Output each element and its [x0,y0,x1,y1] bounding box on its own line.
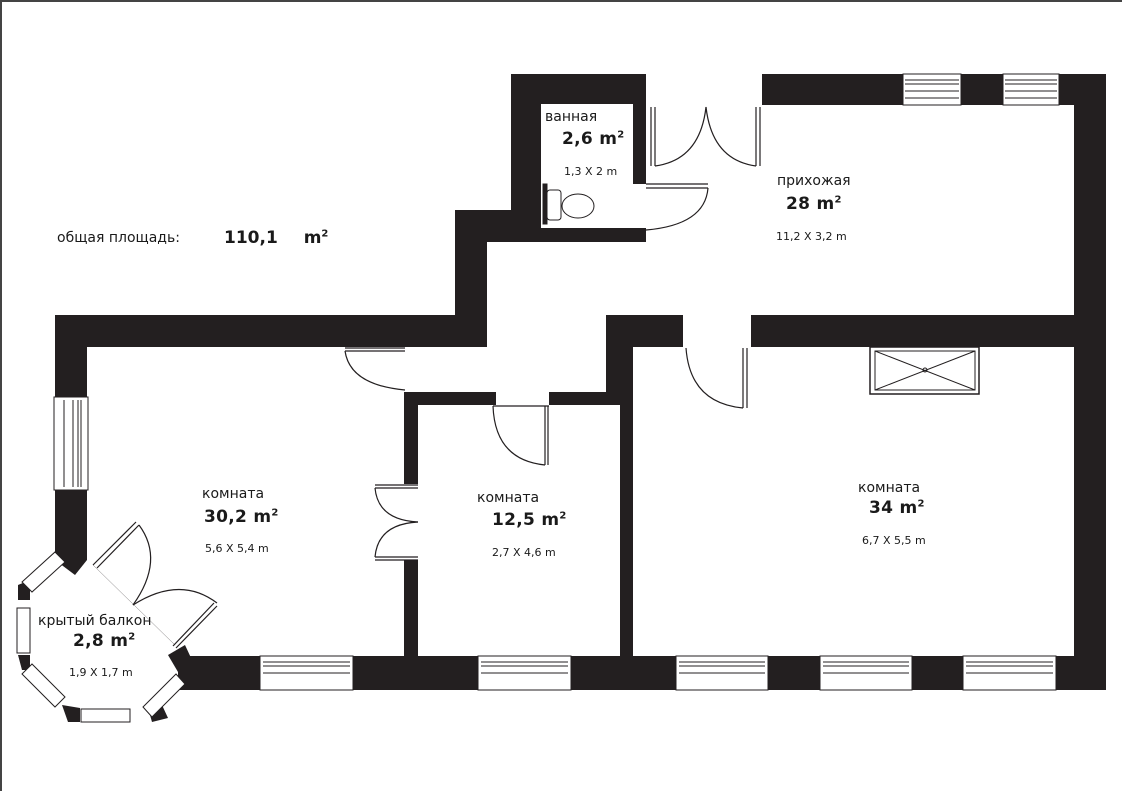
room-name-middle: комната [477,490,540,506]
room-dims-balcony: 1,9 X 1,7 m [69,666,133,679]
room-name-bathroom: ванная [545,109,598,125]
room-name-right: комната [858,480,921,496]
room-dims-hallway: 11,2 X 3,2 m [776,230,847,243]
window-bottom-4 [819,655,913,691]
area-sup: 2 [128,631,136,643]
ventilation-box-icon [869,346,980,395]
window-top-1 [902,73,962,106]
window-bottom-5 [962,655,1057,691]
total-area-unit: m [303,228,322,248]
door-left-room [344,347,406,391]
window-balcony-sw [21,663,66,708]
area-sup: 2 [834,194,842,206]
window-left [53,396,89,491]
doors [92,106,761,649]
room-area-bathroom: 2,6 m2 [562,129,625,149]
room-name-balcony: крытый балкон [38,613,152,629]
toilet-icon [542,183,595,225]
area-sup: 2 [917,498,925,510]
door-balcony-double [92,521,218,649]
door-middle-room [492,405,549,466]
room-dims-middle: 2,7 X 4,6 m [492,546,556,559]
room-dims-left: 5,6 X 5,4 m [205,542,269,555]
area-value: 2,6 m [562,129,618,149]
area-value: 28 m [786,194,835,214]
total-area-label: общая площадь: [57,230,180,246]
area-value: 2,8 m [73,631,129,651]
door-right-room [685,347,748,409]
total-area-number: 110,1 [224,228,278,248]
area-value: 34 m [869,498,918,518]
area-sup: 2 [559,510,567,522]
room-dims-right: 6,7 X 5,5 m [862,534,926,547]
room-area-left: 30,2 m2 [204,507,279,527]
room-dims-bathroom: 1,3 X 2 m [564,165,618,178]
area-value: 30,2 m [204,507,272,527]
windows [16,73,1060,723]
room-area-hallway: 28 m2 [786,194,842,214]
room-area-balcony: 2,8 m2 [73,631,136,651]
door-bathroom [645,183,709,231]
door-left-middle-double [374,484,419,561]
room-name-hallway: прихожая [777,173,851,189]
window-bottom-2 [477,655,572,691]
room-area-right: 34 m2 [869,498,925,518]
window-bottom-1 [259,655,354,691]
room-area-middle: 12,5 m2 [492,510,567,530]
total-area-unit-sup: 2 [321,228,329,240]
window-bottom-3 [675,655,769,691]
total-area-value: 110,1 m2 [224,228,328,248]
area-value: 12,5 m [492,510,560,530]
window-balcony-s [80,708,131,723]
area-sup: 2 [271,507,279,519]
window-top-2 [1002,73,1060,106]
room-name-left: комната [202,486,265,502]
area-sup: 2 [617,129,625,141]
door-hallway-double [650,106,761,167]
window-balcony-se [142,673,186,718]
window-balcony-w [16,607,31,654]
window-balcony-nw [21,551,66,593]
